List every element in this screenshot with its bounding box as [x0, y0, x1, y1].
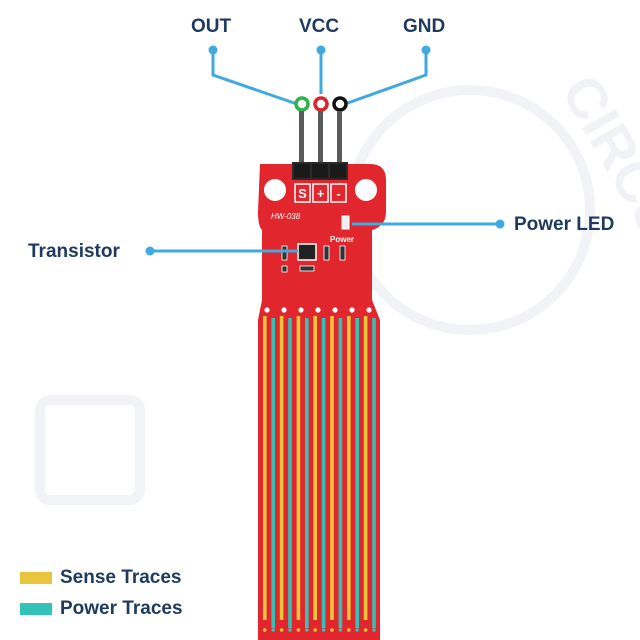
out-pin-label: OUT	[191, 16, 232, 37]
mounting-hole-right	[355, 179, 377, 201]
vias	[264, 307, 372, 313]
smd-components	[281, 245, 346, 273]
trace-end-dot	[279, 628, 284, 632]
power-trace	[338, 318, 343, 628]
power-trace	[355, 318, 359, 628]
gnd-pin-label: GND	[403, 16, 446, 37]
pin-markings: S + -	[294, 183, 347, 203]
power-trace	[288, 318, 292, 628]
legend: Sense Traces Power Traces	[20, 562, 183, 624]
trace-end-dot	[338, 628, 343, 632]
transistor-label: Transistor	[28, 241, 120, 262]
trace-end-dot	[313, 628, 318, 632]
sense-trace	[363, 316, 368, 620]
vcc-pin-label: VCC	[299, 16, 340, 37]
pin-callout-lines	[208, 45, 431, 106]
sense-traces-swatch	[20, 571, 52, 584]
sense-trace	[313, 316, 317, 620]
header-pins	[299, 111, 342, 163]
trace-end-dot	[372, 628, 376, 632]
pin-mark-plus: +	[317, 186, 325, 201]
pin-mark-s: S	[298, 186, 307, 201]
power-traces-label: Power Traces	[60, 597, 183, 619]
trace-end-dot	[296, 628, 301, 632]
transistor	[297, 243, 317, 261]
sense-trace	[330, 316, 334, 620]
trace-end-dot	[263, 628, 267, 632]
trace-end-dot	[321, 628, 326, 632]
sense-trace	[279, 316, 284, 620]
power-trace	[372, 318, 376, 628]
trace-end-dot	[271, 628, 276, 632]
power-led-callout	[352, 219, 505, 229]
bottom-dots	[263, 628, 376, 632]
legend-power-traces: Power Traces	[20, 593, 183, 624]
sense-trace	[347, 316, 351, 620]
sensor-traces	[263, 316, 376, 628]
sense-trace	[263, 316, 267, 620]
out-ring	[294, 96, 310, 112]
vcc-ring	[313, 96, 329, 112]
wire-rings	[294, 96, 348, 112]
power-trace	[305, 318, 309, 628]
gnd-ring	[332, 96, 348, 112]
trace-end-dot	[347, 628, 351, 632]
trace-end-dot	[363, 628, 368, 632]
trace-end-dot	[355, 628, 360, 632]
sense-trace	[296, 316, 301, 620]
legend-sense-traces: Sense Traces	[20, 562, 183, 593]
sense-traces-label: Sense Traces	[60, 566, 182, 588]
trace-end-dot	[288, 628, 292, 632]
trace-end-dot	[330, 628, 334, 632]
pin-mark-minus: -	[336, 186, 340, 201]
power-trace	[271, 318, 275, 628]
power-silk-text: Power	[330, 235, 354, 244]
model-text: HW-038	[271, 212, 301, 221]
trace-end-dot	[305, 628, 309, 632]
mounting-hole-left	[264, 179, 286, 201]
power-led	[341, 215, 350, 230]
power-led-label: Power LED	[514, 214, 615, 235]
transistor-callout	[145, 246, 298, 256]
power-trace	[321, 318, 326, 628]
power-traces-swatch	[20, 602, 52, 615]
